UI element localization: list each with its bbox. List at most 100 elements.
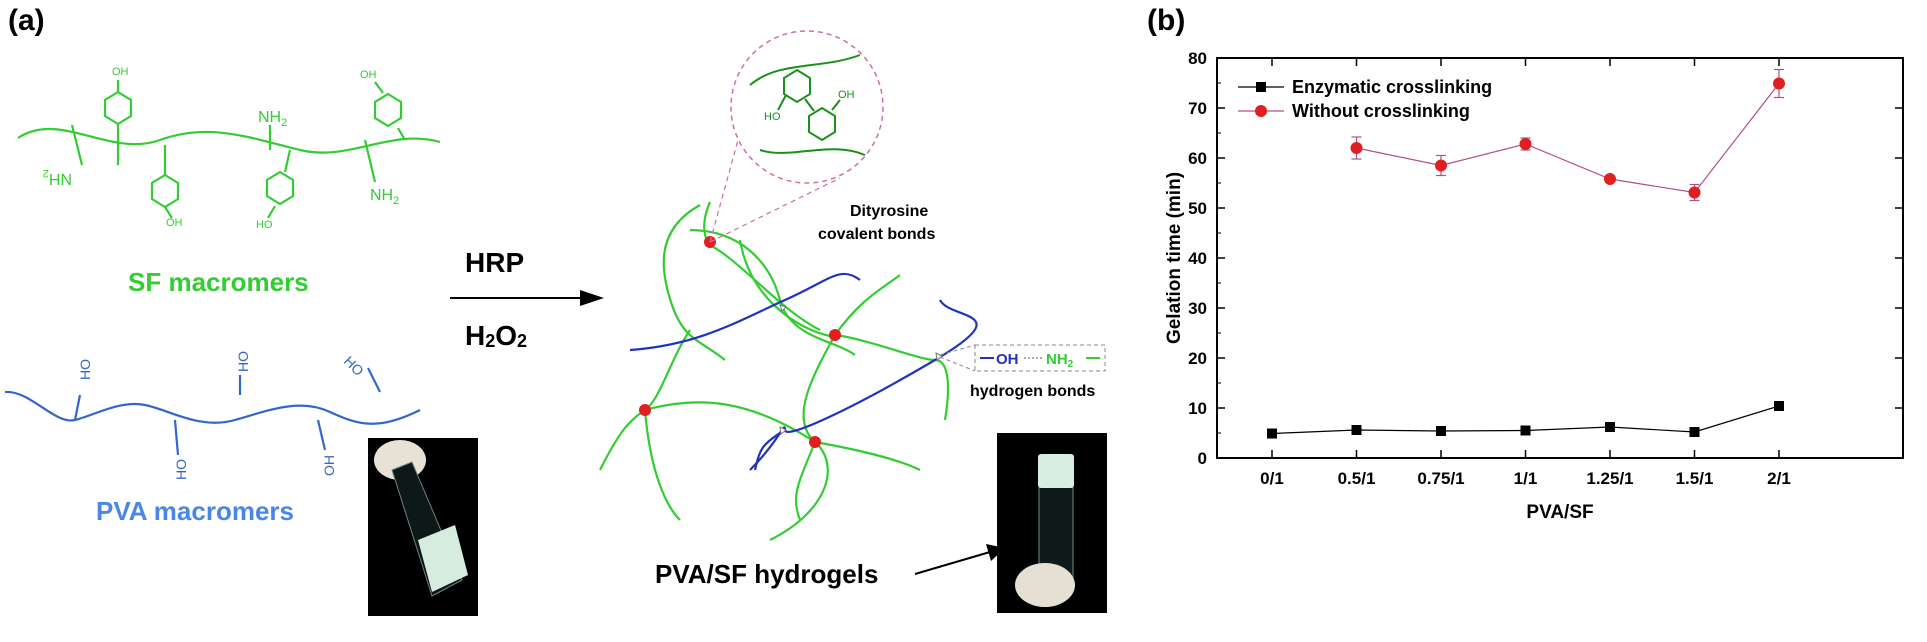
pva-chain (629, 272, 861, 352)
data-point-circle (1519, 138, 1532, 150)
data-point-square (1689, 427, 1700, 437)
zoom-chain (749, 54, 861, 86)
sf-labels: OH OH HO OH NH2 NH2 NH2 SF macromers (43, 66, 399, 297)
y-axis-label: Gelation time (min) (1164, 172, 1185, 344)
legend-label: Without crosslinking (1292, 101, 1470, 121)
data-point-square (1520, 425, 1531, 436)
sf-macromer-structure (17, 80, 441, 219)
data-point-circle (1604, 173, 1616, 185)
data-point-circle (1435, 159, 1447, 172)
sf-macromers-title: SF macromers (128, 267, 309, 297)
ho-label: HO (764, 111, 781, 123)
glove-fingers (1015, 563, 1075, 607)
hbond-callout: OH NH2 hydrogen bonds (939, 344, 1106, 400)
data-point-square (1267, 428, 1277, 439)
hbond-oh-label: OH (996, 351, 1019, 368)
oh-label: OH (838, 89, 855, 101)
pva-macromer-structure (4, 367, 421, 456)
pva-backbone (4, 390, 421, 425)
panel-b-label: (b) (1147, 4, 1185, 37)
crosslink-dot (809, 436, 821, 448)
hbond-marker (779, 304, 787, 312)
y-tick-label: 10 (1188, 399, 1207, 418)
zoom-guide-line (709, 177, 841, 243)
legend-marker (1255, 105, 1267, 117)
data-point-square (1351, 425, 1362, 435)
y-tick-label: 40 (1188, 249, 1207, 268)
zoom-phenol-ring (808, 106, 836, 142)
panel-a-label: (a) (8, 4, 45, 37)
sf-phenol-ring (265, 170, 295, 206)
hydrogel-arrow (914, 551, 991, 575)
crosslink-dot (829, 329, 841, 341)
nh2-label: NH2 (43, 167, 72, 187)
legend-marker (1256, 82, 1266, 92)
pva-chain (753, 429, 786, 471)
x-tick-label: 1/1 (1514, 469, 1538, 488)
ho-label: HO (77, 359, 93, 380)
pva-solution-photo (368, 438, 478, 616)
x-tick-label: 1.5/1 (1676, 469, 1714, 488)
sf-chain (794, 441, 817, 521)
hydrogen-bonds-label: hydrogen bonds (970, 383, 1095, 400)
ho-label: HO (173, 459, 189, 480)
series-line (1356, 83, 1780, 194)
vial-solution (418, 525, 468, 592)
y-tick-label: 0 (1198, 449, 1207, 468)
hydrogel-photo (997, 433, 1107, 613)
arrow-head (580, 290, 604, 306)
zoom-chain (759, 148, 866, 156)
oh-label: OH (360, 69, 377, 81)
pva-chain (749, 299, 978, 471)
sf-chain (662, 204, 726, 361)
y-tick-label: 50 (1188, 199, 1207, 218)
sf-phenol-ring (150, 173, 180, 209)
sf-chain (769, 334, 836, 541)
y-tick-label: 70 (1188, 99, 1207, 118)
zoom-phenol-ring (783, 68, 811, 104)
h2o2-label: H2O2 (465, 320, 527, 351)
hrp-label: HRP (465, 247, 524, 278)
sf-chain (643, 409, 681, 521)
ho-label: HO (341, 353, 367, 379)
oh-label: OH (112, 66, 129, 78)
nh2-label: NH2 (258, 109, 287, 129)
hbond-points (779, 304, 943, 435)
sf-phenol-ring (103, 90, 133, 126)
reaction-arrow-group: HRP H2O2 (450, 247, 604, 351)
ho-label: HO (235, 351, 251, 372)
sf-phenol-ring (373, 92, 403, 128)
zoom-guide-line (709, 139, 739, 243)
dityrosine-zoom: HO OH (709, 30, 884, 243)
x-tick-label: 1.25/1 (1586, 469, 1633, 488)
zoom-circle (730, 30, 884, 184)
sf-chain (599, 329, 691, 471)
legend-label: Enzymatic crosslinking (1292, 77, 1492, 97)
sf-chain (644, 401, 816, 443)
crosslink-dot (639, 404, 651, 416)
dityrosine-label-line1: Dityrosine (850, 203, 928, 220)
sf-chain (835, 333, 950, 421)
data-point-square (1605, 422, 1615, 432)
crosslink-points (639, 236, 841, 448)
hydrogel-label: PVA/SF hydrogels (655, 559, 878, 589)
data-point-circle (1688, 186, 1701, 199)
dityrosine-label-line2: covalent bonds (818, 226, 935, 243)
data-point-square (1436, 426, 1446, 436)
sf-chain (738, 239, 831, 338)
data-point-circle (1350, 142, 1363, 154)
x-tick-label: 0.5/1 (1338, 469, 1376, 488)
x-axis-label: PVA/SF (1526, 502, 1593, 523)
data-point-square (1774, 401, 1784, 411)
hbond-marker (779, 426, 787, 435)
y-tick-label: 20 (1188, 349, 1207, 368)
pva-labels: HO HO HO OH HO PVA macromers (77, 351, 367, 526)
panel-a: (a) O (4, 4, 1107, 616)
oh-label: OH (166, 217, 183, 229)
sf-chain (707, 243, 821, 331)
data-point-circle (1773, 77, 1785, 90)
sf-chain (814, 440, 921, 471)
